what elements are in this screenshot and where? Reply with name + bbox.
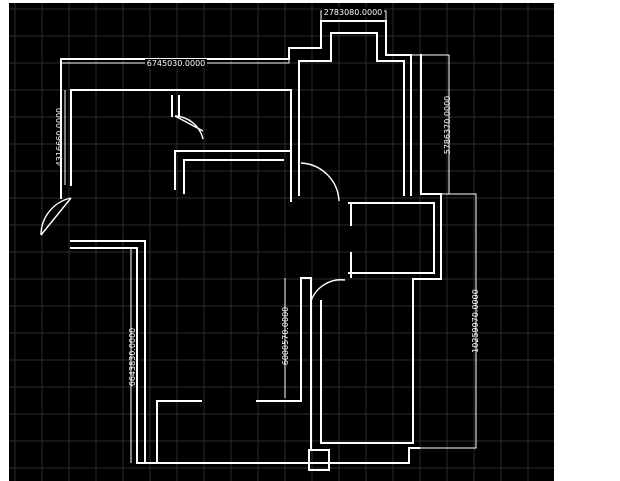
- central-partition: [174, 150, 292, 202]
- bottom-box: [308, 449, 330, 471]
- floor-plan-drawing: 2783080.0000 6745030.0000 4316660.0000 5…: [9, 3, 554, 481]
- door-upper: [174, 115, 204, 140]
- right-wing-wall: [320, 54, 442, 444]
- dim-label-left-upper: 4316660.0000: [55, 108, 64, 167]
- dim-line-right-lower: [419, 193, 477, 449]
- outer-wall-left-inner: [70, 89, 292, 196]
- right-wing-inner: [348, 202, 435, 274]
- dim-label-upper: 6745030.0000: [147, 59, 206, 68]
- bottom-wall: [136, 447, 420, 464]
- dim-label-middle: 6000570.0000: [281, 307, 290, 366]
- door-lower-right: [310, 279, 346, 302]
- dim-label-top: 2783080.0000: [324, 8, 383, 17]
- background-grid: [9, 3, 554, 481]
- dim-label-right-upper: 5786370.0000: [443, 96, 452, 155]
- left-lower-inner: [70, 247, 138, 464]
- cad-viewport[interactable]: 2783080.0000 6745030.0000 4316660.0000 5…: [9, 3, 554, 481]
- lower-right-room: [256, 277, 312, 449]
- outer-wall-bay: [298, 32, 405, 196]
- left-lower-wall: [70, 240, 146, 464]
- door-middle: [300, 162, 340, 202]
- dim-label-right-lower: 10259970.0000: [471, 289, 480, 353]
- central-partition-inner: [183, 159, 284, 194]
- lower-room-base: [156, 400, 202, 464]
- dim-label-left-lower: 6643830.0000: [128, 328, 137, 387]
- door-entry: [40, 197, 72, 236]
